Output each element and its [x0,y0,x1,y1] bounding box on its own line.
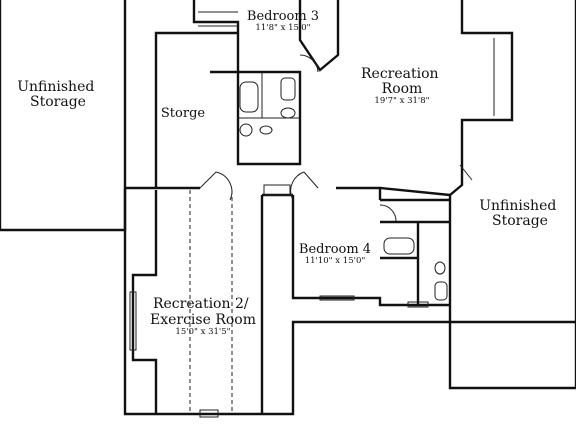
dims-bedroom-3: 11'8" x 15'0" [255,23,310,33]
wall-storage [154,31,238,188]
label-bedroom-4: Bedroom 4 [299,242,371,257]
door-swing-2 [290,171,319,199]
door-swing-1 [199,171,233,201]
label-bedroom-3: Bedroom 3 [247,9,319,24]
wall-bath2 [380,220,450,305]
wall-rec-bottom [336,186,382,200]
bathtub-icon [239,81,259,113]
wall-bedroom4 [291,195,450,307]
wall-right-storage [379,0,576,390]
label-storage: Storge [161,106,205,121]
sink-icon-b [434,281,448,301]
label-unfinished-storage-right: Unfinished Storage [479,198,561,229]
window-bath2 [407,301,429,308]
toilet-icon [239,123,253,137]
label-recreation-2: Recreation 2/ Exercise Room [150,296,256,328]
door-swing-4 [299,54,319,73]
dims-recreation-2: 15'0" x 31'5" [175,327,230,337]
sink-icon-2 [259,125,273,135]
toilet-icon-2 [280,107,296,119]
wall-left-storage [0,0,127,232]
wall-bath1 [210,70,302,166]
dims-bedroom-4: 11'10" x 15'0" [305,256,366,266]
wall-recreation-room [298,0,340,72]
window-rec2-left [129,291,137,351]
toilet-icon-b [434,261,446,275]
hall-stair [263,184,291,196]
label-recreation-room: Recreation Room [361,66,443,97]
door-swing-5 [459,164,473,181]
dims-recreation-room: 19'7" x 31'8" [374,96,429,106]
window-rec2-bottom [199,409,219,418]
wall-rec2-inner [131,190,158,414]
sink-icon [280,77,296,101]
door-swing-3 [198,11,238,27]
bathtub-icon-b [383,237,415,255]
wall-recreation-right [449,0,514,196]
door-swing-6 [379,204,397,223]
window-bedroom4 [319,295,355,301]
rec2-dashed-lines [189,190,233,412]
label-unfinished-storage-left: Unfinished Storage [17,79,99,110]
wall-recreation2 [123,188,576,416]
wall-bedroom3-outer [192,0,240,72]
